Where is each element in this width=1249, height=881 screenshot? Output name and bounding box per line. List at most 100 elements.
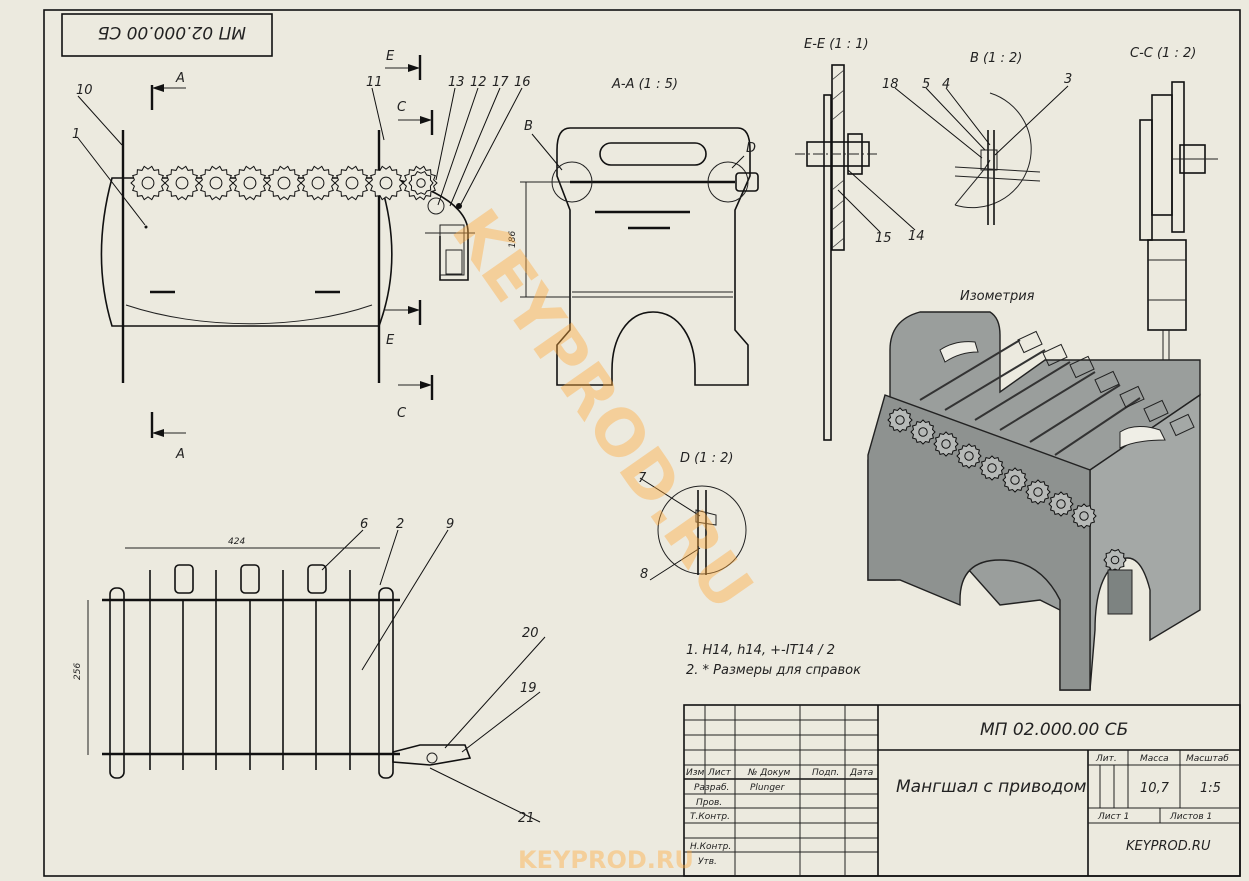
section-markers: A A E E C C — [150, 49, 434, 462]
tb-col-lit: Лит. — [1095, 754, 1117, 764]
section-c-c: С-С (1 : 2) — [1130, 46, 1218, 382]
front-leaders: 10 1 11 13 12 17 16 — [72, 75, 531, 226]
note-2: 2. * Размеры для справок — [686, 663, 861, 678]
part-3: 3 — [1064, 72, 1072, 87]
tb-mass: 10,7 — [1140, 781, 1170, 796]
tb-sheet: Лист 1 — [1097, 812, 1129, 822]
gear-wheel — [933, 431, 959, 457]
tb-hdr-doc: № Докум — [747, 768, 791, 778]
dim-424: 424 — [228, 537, 245, 547]
part-15: 15 — [875, 231, 892, 246]
view-b: В (1 : 2) 18 5 4 3 — [882, 51, 1072, 225]
gear-wheel — [1002, 467, 1028, 493]
marker-e-top: E — [386, 49, 395, 64]
part-1: 1 — [72, 127, 80, 142]
watermark-diagonal: KEYPROD.RU — [437, 197, 767, 624]
gear-wheel — [130, 165, 166, 201]
dim-186: 186 — [508, 231, 518, 248]
part-17: 17 — [492, 75, 509, 90]
tb-col-mass: Масса — [1140, 754, 1169, 764]
tb-utv: Утв. — [698, 857, 717, 867]
tb-hdr-izm: Изм — [686, 768, 705, 778]
top-view-skewers — [149, 564, 351, 770]
marker-e-bottom: E — [386, 333, 395, 348]
title-e-e: Е-Е (1 : 1) — [804, 37, 869, 52]
view-d: D (1 : 2) 7 8 — [638, 451, 747, 582]
gear-wheel — [368, 165, 404, 201]
gear-wheel — [232, 165, 268, 201]
gear-wheel — [300, 165, 336, 201]
tb-tkontr: Т.Контр. — [690, 812, 730, 822]
e-e-hatch — [831, 69, 845, 249]
tb-org: KEYPROD.RU — [1126, 839, 1211, 854]
gear-wheel — [198, 165, 234, 201]
gear-wheel — [1071, 503, 1097, 529]
tb-col-scale: Масштаб — [1186, 754, 1229, 764]
part-8: 8 — [640, 567, 648, 582]
gear-wheel — [910, 419, 936, 445]
sheet-frame — [43, 9, 1241, 877]
gear-wheel — [1048, 491, 1074, 517]
gear-wheel — [266, 165, 302, 201]
tb-sheets: Листов 1 — [1169, 812, 1212, 822]
title-c-c: С-С (1 : 2) — [1130, 46, 1196, 61]
gear-wheel — [979, 455, 1005, 481]
front-gears — [130, 165, 438, 201]
tb-nkontr: Н.Контр. — [690, 842, 731, 852]
part-4: 4 — [942, 77, 950, 92]
gear-wheel — [887, 407, 913, 433]
tb-designation: МП 02.000.00 СБ — [980, 720, 1128, 740]
part-19: 19 — [520, 681, 537, 696]
tb-name: Мангшал с приводом — [896, 777, 1087, 797]
gear-wheel — [408, 170, 434, 196]
part-20: 20 — [522, 626, 539, 641]
part-2: 2 — [396, 517, 404, 532]
marker-c-bottom: C — [397, 406, 407, 421]
title-d: D (1 : 2) — [680, 451, 733, 466]
tb-razrab-name: Plunger — [750, 783, 786, 793]
watermark-bottom: KEYPROD.RU — [518, 846, 694, 874]
gear-wheel — [1103, 548, 1127, 572]
marker-a-bottom: A — [175, 447, 185, 462]
part-9: 9 — [446, 517, 454, 532]
gear-wheel — [1025, 479, 1051, 505]
top-stamp-text: МП 02.000.00 СБ — [98, 22, 246, 42]
part-7: 7 — [638, 471, 647, 486]
part-6: 6 — [360, 517, 368, 532]
section-a-a: А-А (1 : 5) 186 B D — [508, 77, 759, 386]
top-view: 424 256 6 2 9 20 19 21 — [73, 517, 546, 826]
iso-handles — [1017, 330, 1195, 437]
top-stamp-box — [61, 13, 273, 57]
front-view — [100, 130, 475, 383]
tb-prov: Пров. — [696, 798, 722, 808]
gear-wheel — [956, 443, 982, 469]
section-e-e: Е-Е (1 : 1) 14 15 — [795, 37, 925, 441]
part-18: 18 — [882, 77, 899, 92]
iso-gears — [887, 407, 1127, 572]
isometric-view: Изометрия — [867, 289, 1201, 691]
tb-razrab: Разраб. — [694, 783, 729, 793]
tb-hdr-date: Дата — [849, 768, 873, 778]
part-11: 11 — [366, 75, 383, 90]
title-b: В (1 : 2) — [970, 51, 1022, 66]
marker-b-label: B — [524, 119, 533, 134]
title-block: МП 02.000.00 СБ Мангшал с приводом Лит. … — [683, 704, 1241, 877]
marker-d-label: D — [746, 141, 756, 156]
marker-c-top: C — [397, 100, 407, 115]
marker-a-top: A — [175, 71, 185, 86]
dim-256: 256 — [73, 663, 83, 680]
part-5: 5 — [922, 77, 930, 92]
gear-wheel — [164, 165, 200, 201]
part-12: 12 — [470, 75, 487, 90]
part-14: 14 — [908, 229, 925, 244]
tb-hdr-sign: Подп. — [812, 768, 839, 778]
part-10: 10 — [76, 83, 93, 98]
part-13: 13 — [448, 75, 465, 90]
gear-wheel — [334, 165, 370, 201]
note-1: 1. H14, h14, +-IT14 / 2 — [686, 643, 835, 658]
title-a-a: А-А (1 : 5) — [611, 77, 678, 92]
part-16: 16 — [514, 75, 531, 90]
tb-hdr-list: Лист — [707, 768, 732, 778]
